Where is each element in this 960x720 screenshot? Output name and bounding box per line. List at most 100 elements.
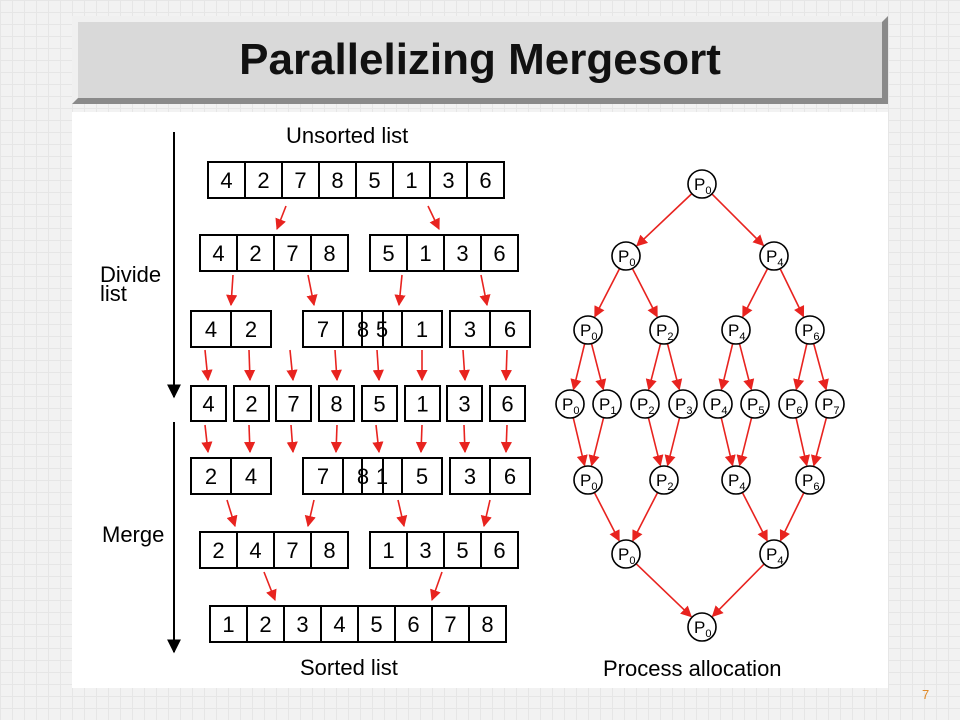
- process-node-label: P0: [562, 395, 579, 417]
- split-merge-arrow: [306, 274, 318, 307]
- arrows: [201, 205, 512, 602]
- process-node: [703, 389, 733, 419]
- process-node-label: P1: [599, 395, 616, 417]
- tree-edge-arrow: [718, 343, 734, 391]
- process-node: [740, 389, 770, 419]
- tree-edge-arrow: [736, 417, 753, 467]
- split-merge-arrow: [286, 424, 298, 454]
- tree-edge-arrow: [711, 193, 765, 247]
- list-cell-value: 4: [245, 464, 257, 489]
- tree-edge-arrow: [810, 417, 828, 467]
- list-cell-value: 2: [212, 538, 224, 563]
- list-cell-value: 7: [317, 464, 329, 489]
- list-cell-value: 1: [419, 241, 431, 266]
- list-cell-value: 4: [333, 612, 345, 637]
- tree-edge-arrow: [711, 563, 765, 618]
- process-node-label: P3: [675, 395, 692, 417]
- list-cell-value: 5: [456, 538, 468, 563]
- process-node-label: P4: [766, 247, 783, 269]
- split-merge-arrow: [500, 424, 512, 454]
- tree-edge-arrow: [594, 268, 621, 318]
- process-node: [573, 315, 603, 345]
- list-cell-value: 2: [245, 317, 257, 342]
- list-cell-value: 8: [323, 241, 335, 266]
- list-cell-value: 1: [416, 317, 428, 342]
- split-merge-arrow: [244, 349, 256, 382]
- list-cell-value: 8: [481, 612, 493, 637]
- process-node: [795, 465, 825, 495]
- list-box: [275, 385, 312, 422]
- list-cell-value: 4: [220, 168, 232, 193]
- list-cell-value: 6: [504, 317, 516, 342]
- label-merge: Merge: [102, 522, 164, 547]
- process-node: [759, 241, 789, 271]
- label-divide-list-line2: list: [100, 281, 127, 306]
- tree-edge-arrow: [632, 492, 659, 542]
- list-box: [233, 385, 270, 422]
- mergesort-diagram: Unsorted list Divide list Merge Sorted l…: [100, 123, 845, 681]
- split-merge-arrow: [201, 424, 213, 454]
- tree-edge-arrow: [572, 417, 588, 467]
- label-process-allocation: Process allocation: [603, 656, 782, 681]
- process-node: [611, 539, 641, 569]
- process-node-label: P0: [694, 618, 711, 640]
- list-cell-value: 7: [317, 317, 329, 342]
- tree-edge-arrow: [795, 417, 810, 467]
- split-merge-arrow: [372, 424, 384, 454]
- tree-edge-arrow: [590, 343, 607, 391]
- process-node: [592, 389, 622, 419]
- process-node-label: P5: [747, 395, 764, 417]
- list-cell-value: 2: [245, 392, 257, 417]
- tree-edge-arrow: [742, 268, 769, 318]
- list-cell-value: 7: [286, 241, 298, 266]
- split-merge-arrow: [263, 571, 277, 602]
- split-merge-arrow: [286, 349, 298, 382]
- process-node-label: P7: [822, 395, 839, 417]
- tree-edge-arrow: [588, 417, 605, 467]
- tree-edge-arrow: [636, 193, 693, 247]
- process-node-label: P6: [802, 321, 819, 343]
- process-node-label: P0: [580, 471, 597, 493]
- split-merge-arrow: [500, 349, 512, 382]
- list-cell-value: 5: [370, 612, 382, 637]
- process-node-label: P4: [710, 395, 727, 417]
- list-cell-value: 3: [458, 392, 470, 417]
- process-node-label: P0: [580, 321, 597, 343]
- split-merge-arrow: [304, 499, 316, 528]
- list-cell-value: 6: [479, 168, 491, 193]
- list-box: [318, 385, 355, 422]
- list-cell-value: 2: [205, 464, 217, 489]
- tree-edge-arrow: [812, 343, 829, 391]
- list-cell-value: 5: [376, 317, 388, 342]
- process-node: [649, 465, 679, 495]
- split-merge-arrow: [479, 274, 491, 307]
- process-node-label: P0: [694, 175, 711, 197]
- process-node: [668, 389, 698, 419]
- split-merge-arrow: [330, 349, 342, 382]
- tree-edge-arrow: [664, 417, 681, 467]
- label-unsorted-list: Unsorted list: [286, 123, 408, 148]
- process-node-label: P2: [656, 471, 673, 493]
- process-node-label: P0: [618, 247, 635, 269]
- process-node-label: P6: [785, 395, 802, 417]
- tree-edge-arrow: [645, 343, 662, 391]
- process-node: [573, 465, 603, 495]
- list-cell-value: 7: [294, 168, 306, 193]
- list-cell-value: 4: [205, 317, 217, 342]
- process-node: [630, 389, 660, 419]
- process-node: [555, 389, 585, 419]
- list-cell-value: 3: [464, 317, 476, 342]
- list-cell-value: 3: [419, 538, 431, 563]
- list-cell-value: 1: [382, 538, 394, 563]
- tree-edge-arrow: [635, 563, 692, 618]
- list-cell-value: 3: [456, 241, 468, 266]
- list-cell-value: 7: [286, 538, 298, 563]
- list-cell-value: 5: [373, 392, 385, 417]
- label-divide-list-line1: Divide: [100, 262, 161, 287]
- list-cell-value: 5: [368, 168, 380, 193]
- list-cell-value: 7: [444, 612, 456, 637]
- page-number: 7: [922, 687, 930, 702]
- list-cell-value: 7: [287, 392, 299, 417]
- list-cell-value: 2: [259, 612, 271, 637]
